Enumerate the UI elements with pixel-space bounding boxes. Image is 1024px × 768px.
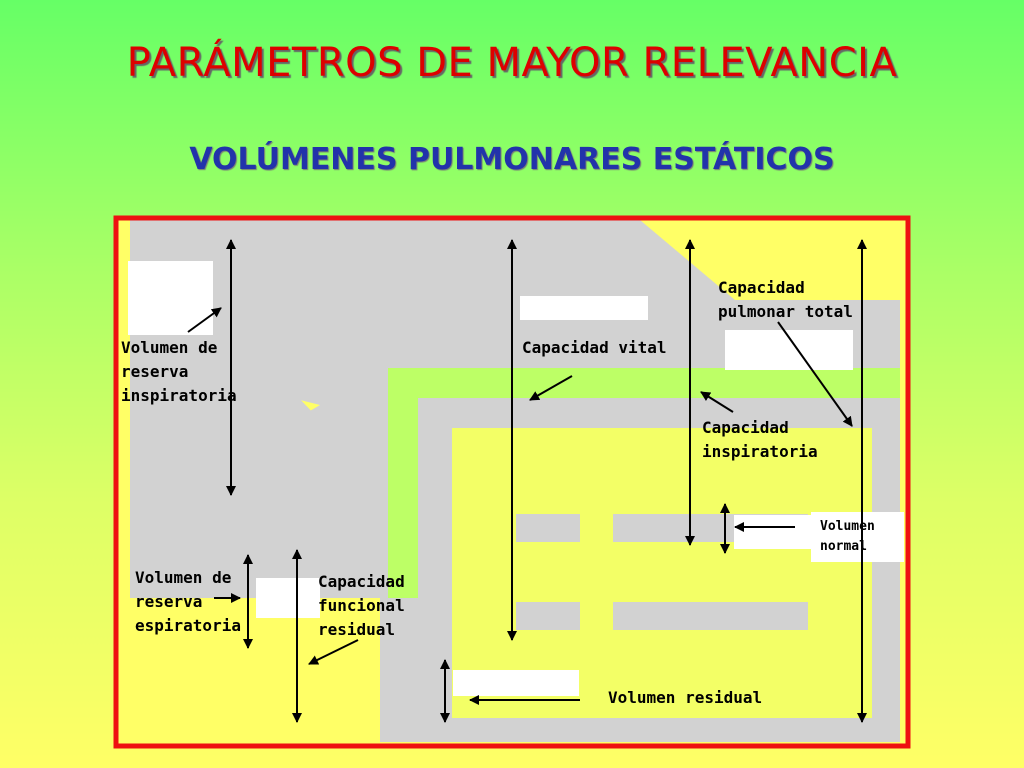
- label-volumen-normal: Volumen normal: [820, 519, 875, 554]
- tidal-bar-4: [613, 602, 808, 630]
- slide-title: PARÁMETROS DE MAYOR RELEVANCIA: [126, 40, 898, 86]
- pointer-ci: [700, 391, 734, 413]
- label-volumen-residual: Volumen residual: [608, 688, 763, 707]
- white-box-vre: [256, 578, 320, 618]
- red-frame: [113, 215, 911, 749]
- label-capacidad-pulmonar-total: Capacidad pulmonar total: [718, 278, 853, 321]
- label-volumen-reserva-inspiratoria: Volumen de reserva inspiratoria: [121, 338, 237, 405]
- tidal-bar-1: [516, 514, 580, 542]
- label-capacidad-funcional-residual: Capacidad funcional residual: [318, 572, 405, 639]
- label-volumen-reserva-espiratoria: Volumen de reserva espiratoria: [135, 568, 241, 635]
- pointer-cpt: [777, 321, 853, 427]
- white-box-vr: [453, 670, 579, 696]
- green-band-left: [388, 368, 418, 598]
- green-band: [388, 368, 900, 398]
- pointer-crf: [308, 639, 359, 665]
- pointer-cv: [529, 375, 573, 401]
- pointer-vri: [187, 307, 222, 333]
- white-box-cv: [520, 296, 648, 320]
- label-capacidad-inspiratoria: Capacidad inspiratoria: [702, 418, 818, 461]
- label-capacidad-vital: Capacidad vital: [522, 338, 667, 357]
- white-box-vt: [734, 515, 814, 549]
- gray-chevron-shape: [130, 220, 900, 742]
- white-box-vri: [128, 261, 213, 335]
- tidal-bar-3: [516, 602, 580, 630]
- slide-subtitle: VOLÚMENES PULMONARES ESTÁTICOS: [189, 142, 835, 177]
- yellow-inner-panel: [452, 428, 872, 718]
